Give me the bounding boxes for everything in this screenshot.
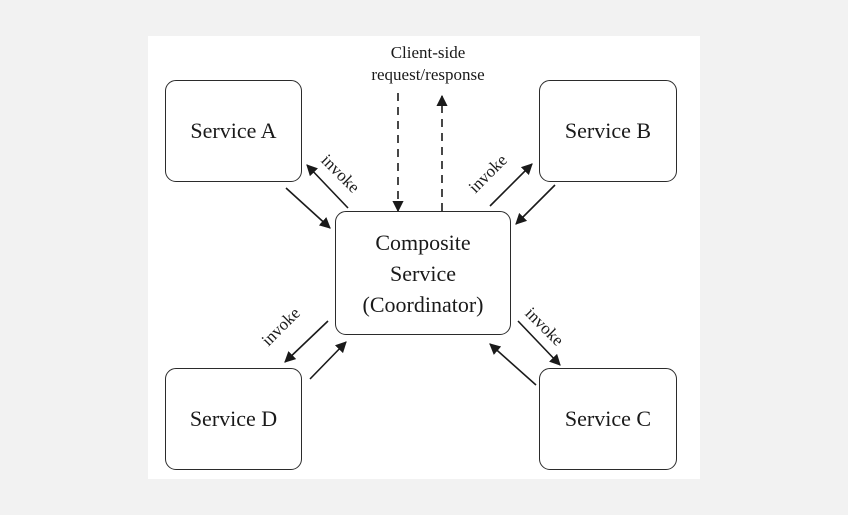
arrow-c-to-composite [489,343,537,386]
service-c-label: Service C [564,406,652,431]
arrow-d-to-composite [309,341,347,380]
service-b-label: Service B [564,118,652,143]
arrow-composite-to-d [284,320,329,363]
composite-service-box: Composite Service (Coordinator) [335,211,511,335]
arrow-b-to-composite [515,184,556,225]
client-label-line2: request/response [371,65,485,84]
service-a-box: Service A [165,80,302,182]
composite-label-line1: Composite [375,229,471,255]
client-side-label: Client-side request/response [348,42,508,86]
composite-label-line3: (Coordinator) [362,291,484,317]
service-c-box: Service C [539,368,677,470]
service-d-box: Service D [165,368,302,470]
diagram-connectors [284,93,561,386]
service-a-label: Service A [190,118,277,143]
service-b-box: Service B [539,80,677,182]
arrow-composite-to-c [517,320,561,366]
diagram-canvas: Client-side request/response Service A S… [148,36,700,479]
service-d-label: Service D [189,406,278,431]
arrow-composite-to-a [306,164,349,209]
client-label-line1: Client-side [390,43,466,62]
composite-label-line2: Service [390,260,456,286]
arrow-a-to-composite [285,187,331,229]
arrow-composite-to-b [489,163,533,207]
